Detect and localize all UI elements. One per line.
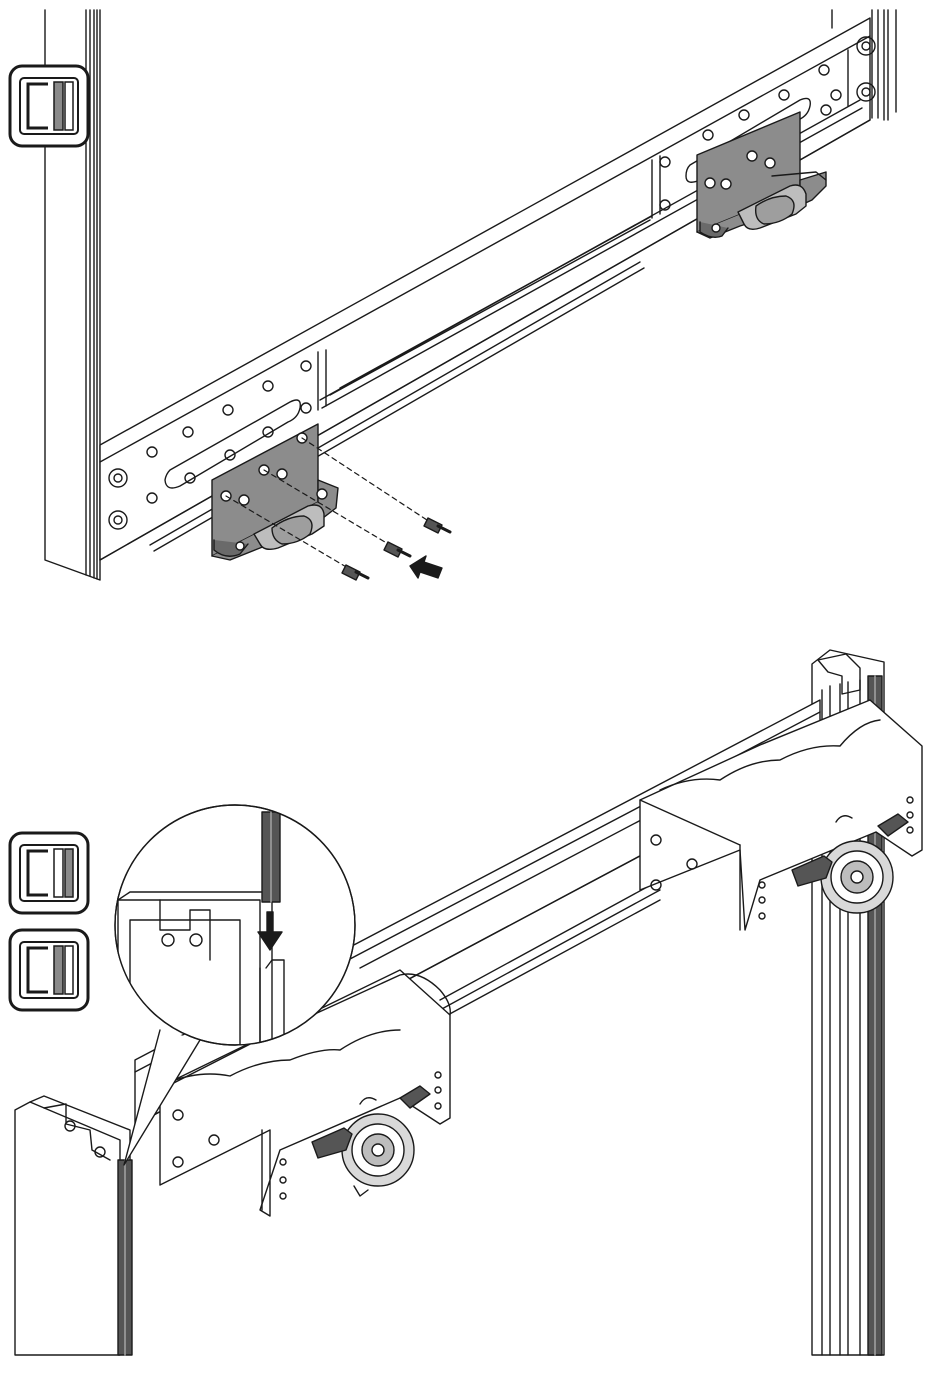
step-fit-roller-brackets <box>45 10 896 580</box>
screw <box>342 565 368 580</box>
door-profile-icon <box>10 833 88 913</box>
screw <box>424 518 450 533</box>
profile-icons <box>10 66 88 1010</box>
screw <box>384 542 410 557</box>
door-profile-icon <box>10 930 88 1010</box>
step-insert-seal <box>15 650 922 1355</box>
push-arrow-icon <box>410 556 442 578</box>
door-profile-icon <box>10 66 88 146</box>
left-vertical-profile <box>15 1096 132 1355</box>
